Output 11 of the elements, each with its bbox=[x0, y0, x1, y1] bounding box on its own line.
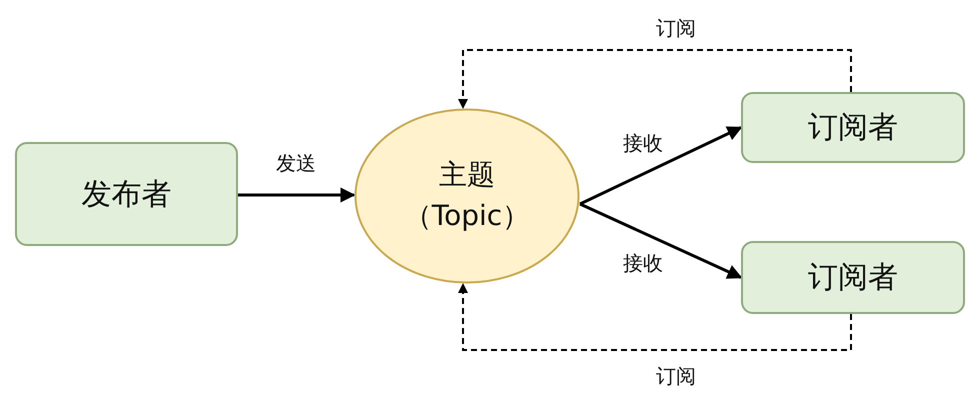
arrow bbox=[579, 202, 742, 279]
process-box: 订阅者 bbox=[741, 241, 965, 314]
arrow bbox=[458, 49, 852, 109]
topic-text: 主题 bbox=[439, 157, 495, 194]
topic-ellipse bbox=[354, 108, 580, 284]
process-box: 发布者 bbox=[15, 142, 238, 246]
arrow bbox=[579, 126, 742, 206]
arrow bbox=[458, 283, 852, 351]
arrow bbox=[238, 188, 356, 202]
topic-text: （Topic） bbox=[404, 198, 530, 234]
process-box: 订阅者 bbox=[741, 92, 965, 163]
